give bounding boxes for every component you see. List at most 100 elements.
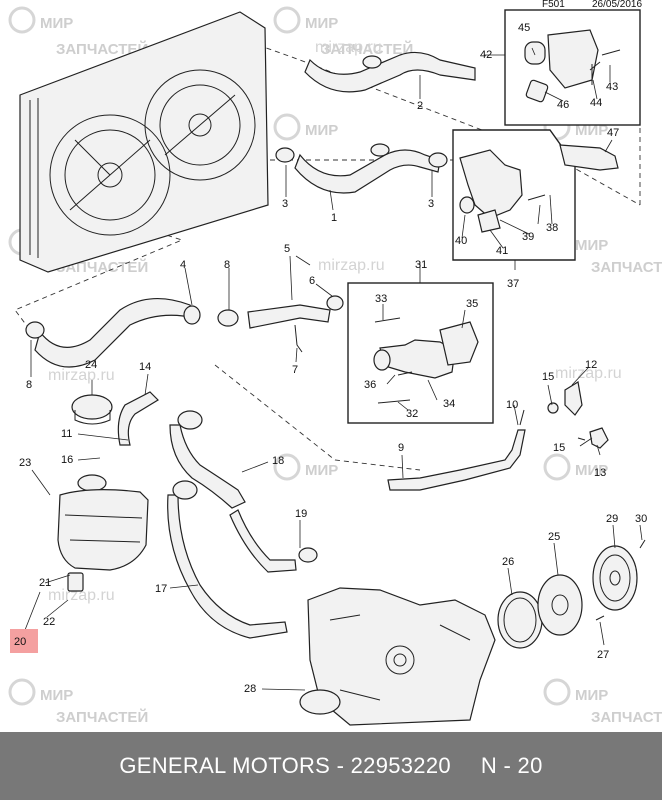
callout: 28 — [244, 683, 256, 695]
callout: 8 — [224, 259, 230, 271]
watermark-tile: МИР — [273, 453, 338, 481]
lower-hoses — [25, 295, 344, 368]
callout: 25 — [548, 531, 560, 543]
diagram-code: F501 — [542, 0, 565, 10]
watermark-text: ЗАПЧАСТЕЙ — [56, 40, 148, 58]
highlight-part-20 — [10, 629, 38, 653]
footer-brand: GENERAL MOTORS — [119, 753, 331, 778]
clamp-19 — [298, 547, 318, 563]
callout: 31 — [415, 259, 427, 271]
watermark-text: mirzap.ru — [555, 365, 622, 382]
detail-box-42 — [504, 9, 641, 126]
engine-front-cover — [307, 587, 496, 726]
callout: 9 — [398, 442, 404, 454]
watermark-text: ЗАПЧАСТЕЙ — [321, 40, 413, 58]
callout: 15 — [553, 442, 565, 454]
watermark-tile: МИР ЗАПЧАСТЕЙ — [8, 678, 148, 726]
callout: 7 — [292, 364, 298, 376]
footer-part-number: 22953220 — [350, 753, 451, 778]
callout: 4 — [180, 259, 186, 271]
parts-diagram: МИР ЗАПЧАСТЕЙ МИР ЗАПЧАСТЕЙ mirzap.ru МИ… — [8, 0, 662, 726]
watermark-tile: МИР ЗАПЧАСТЕЙ — [8, 6, 148, 58]
callout: 16 — [61, 454, 73, 466]
watermark-tile: МИР — [543, 453, 608, 481]
watermark-text: МИР — [575, 687, 608, 704]
callout: 37 — [507, 278, 519, 290]
callout: 27 — [597, 649, 609, 661]
watermark-tile: МИР ЗАПЧАСТЕЙ — [543, 678, 662, 726]
watermark-text: МИР — [305, 462, 338, 479]
callout: 39 — [522, 231, 534, 243]
callout: 35 — [466, 298, 478, 310]
heater-hoses — [167, 410, 297, 639]
callout: 17 — [155, 583, 167, 595]
watermark-text: ЗАПЧАСТЕЙ — [591, 708, 662, 726]
callout: 22 — [43, 616, 55, 628]
callout: 5 — [284, 243, 290, 255]
callout: 3 — [428, 198, 434, 210]
watermark-text: МИР — [575, 122, 608, 139]
callout: 23 — [19, 457, 31, 469]
watermark-text: МИР — [305, 122, 338, 139]
callout: 47 — [607, 127, 619, 139]
callout: 12 — [585, 359, 597, 371]
callout: 32 — [406, 408, 418, 420]
part-47-pipe — [559, 144, 619, 171]
hose-clamps — [275, 147, 448, 168]
callout: 26 — [502, 556, 514, 568]
watermark-tile: МИР — [273, 113, 338, 141]
callout: 45 — [518, 22, 530, 34]
callout: 13 — [594, 467, 606, 479]
callout: 10 — [506, 399, 518, 411]
callout: 33 — [375, 293, 387, 305]
footer-page: N - 20 — [480, 753, 543, 778]
watermark-text: mirzap.ru — [48, 587, 115, 604]
watermark-tile: МИР ЗАПЧАСТЕЙ — [273, 6, 413, 58]
gasket-28 — [299, 689, 341, 715]
callout: 11 — [61, 428, 72, 440]
radiator-fan-assembly — [19, 11, 269, 273]
hose-upper — [294, 51, 476, 194]
watermark-text: mirzap.ru — [318, 257, 385, 274]
callout: 2 — [417, 100, 423, 112]
callout: 34 — [443, 398, 455, 410]
callout: 41 — [496, 245, 508, 257]
callout: 40 — [455, 235, 467, 247]
callout: 43 — [606, 81, 618, 93]
watermark-text: МИР — [305, 15, 338, 32]
callout: 30 — [635, 513, 647, 525]
callout-numbers: 2 1 3 3 4 5 6 7 8 8 9 10 11 12 13 14 15 … — [14, 22, 647, 695]
bolt-10 — [519, 409, 525, 426]
callout: 46 — [557, 99, 569, 111]
watermark-text: ЗАПЧАСТЕЙ — [591, 258, 662, 276]
watermark-text: МИР — [40, 687, 73, 704]
watermark-text: МИР — [575, 462, 608, 479]
callout: 24 — [85, 359, 97, 371]
detail-box-31 — [347, 282, 494, 424]
callout: 29 — [606, 513, 618, 525]
callout: 14 — [139, 361, 151, 373]
watermark-text: МИР — [575, 237, 608, 254]
callout: 42 — [480, 49, 492, 61]
footer-bar: GENERAL MOTORS - 22953220 N - 20 — [0, 732, 662, 800]
detail-box-37 — [452, 129, 576, 261]
watermark-text: mirzap.ru — [315, 39, 382, 56]
watermark-text: mirzap.ru — [48, 367, 115, 384]
callout: 18 — [272, 455, 284, 467]
hose-14 — [117, 391, 159, 446]
leader-lines — [24, 47, 643, 691]
callout: 21 — [39, 577, 51, 589]
callout-part-20: 20 — [14, 636, 26, 648]
pipe-9 — [387, 429, 526, 491]
callout: 1 — [331, 212, 337, 224]
callout: 19 — [295, 508, 307, 520]
callout: 38 — [546, 222, 558, 234]
callout: 36 — [364, 379, 376, 391]
water-pump-group — [497, 539, 646, 649]
fittings-12-13-15 — [547, 381, 609, 449]
watermark-layer: МИР ЗАПЧАСТЕЙ МИР ЗАПЧАСТЕЙ mirzap.ru МИ… — [8, 6, 662, 726]
callout: 6 — [309, 275, 315, 287]
footer-separator: - — [336, 753, 345, 778]
coolant-reservoir — [57, 394, 149, 592]
callout: 44 — [590, 97, 602, 109]
